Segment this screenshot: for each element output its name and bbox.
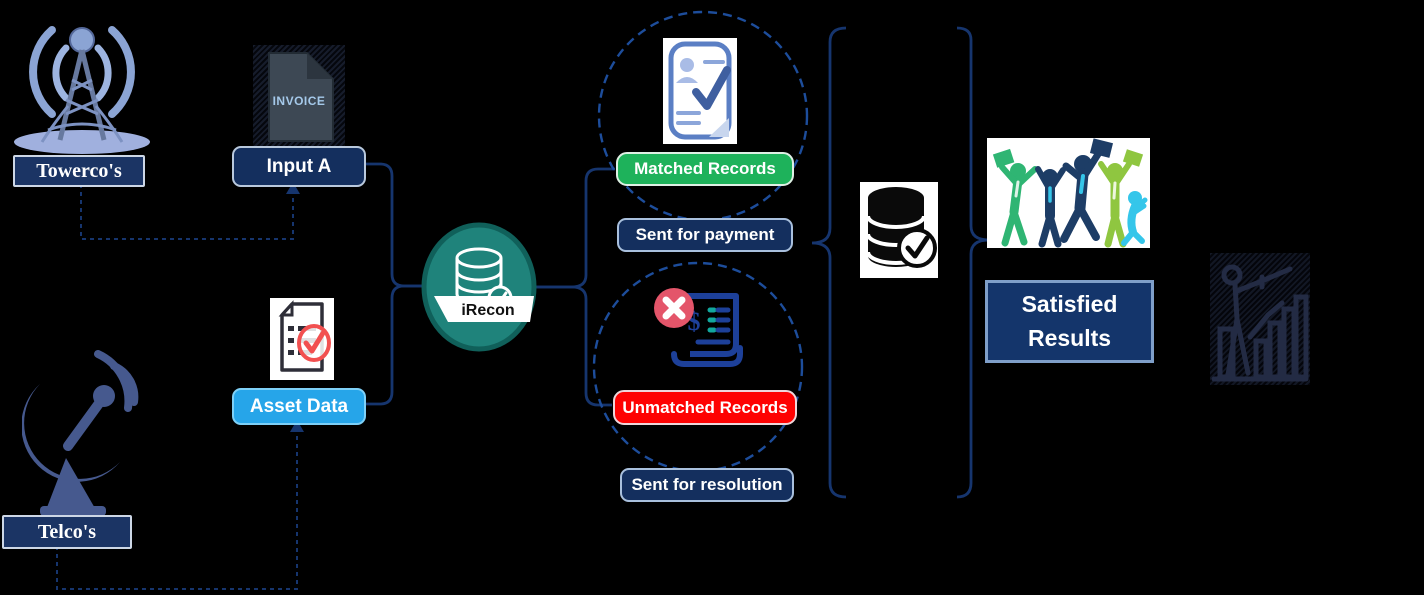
telco-label-text: Telco's	[37, 520, 97, 543]
sent-for-payment-node: Sent for payment	[617, 218, 793, 252]
sent-for-resolution-node: Sent for resolution	[620, 468, 794, 502]
irecon-ribbon	[434, 296, 534, 322]
asset-data-node: Asset Data	[232, 388, 366, 425]
sent-for-resolution-label: Sent for resolution	[631, 475, 783, 494]
matched-records-badge: Matched Records	[616, 152, 794, 186]
irecon-label: iRecon	[461, 302, 514, 319]
asset-data-label: Asset Data	[249, 395, 349, 417]
irecon-engine: iRecon	[421, 222, 537, 352]
towerco-label-text: Towerco's	[36, 159, 122, 182]
outlook-noise-backdrop	[1210, 253, 1310, 385]
invoice-noise-backdrop: INVOICE	[253, 45, 345, 149]
input-a-node: Input A	[232, 146, 366, 187]
matched-records-label: Matched Records	[634, 159, 776, 178]
satisfied-results-node: Satisfied Results	[985, 280, 1154, 363]
sent-for-payment-label: Sent for payment	[635, 225, 775, 244]
matched-doc-card	[663, 38, 737, 144]
database-storage-icon	[866, 187, 937, 268]
celebrating-team-icon	[992, 138, 1148, 248]
unmatched-records-badge: Unmatched Records	[613, 390, 797, 425]
unpaid-invoice-icon: $	[671, 293, 743, 367]
radio-tower-icon	[14, 26, 150, 154]
satellite-dish-icon	[22, 350, 139, 516]
invoice-text: INVOICE	[273, 94, 326, 108]
checked-document-icon	[278, 300, 331, 372]
invoice-document-icon: INVOICE	[268, 52, 334, 142]
input-a-label: Input A	[266, 155, 332, 177]
telco-label: Telco's	[2, 515, 132, 549]
unmatched-records-label: Unmatched Records	[622, 397, 788, 417]
celebration-card	[987, 138, 1150, 248]
matched-document-icon	[668, 41, 732, 140]
x-badge-icon	[654, 288, 694, 328]
towerco-label: Towerco's	[13, 155, 145, 187]
asset-doc-card	[270, 298, 334, 380]
satisfied-results-label: Satisfied Results	[1021, 291, 1118, 351]
storage-db-card	[860, 182, 938, 278]
growth-outlook-icon	[1211, 264, 1309, 382]
